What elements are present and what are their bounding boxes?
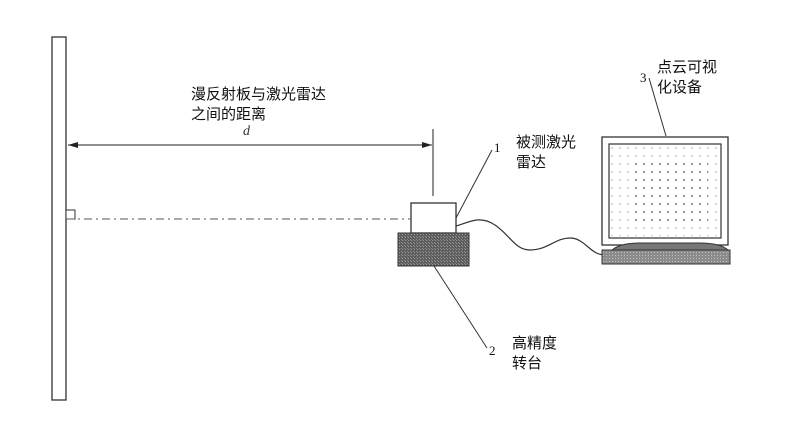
diffuse-reflector-board: [51, 36, 67, 401]
component-3-label-line1: 点云可视: [657, 58, 718, 76]
leader-line-3: [648, 77, 667, 137]
monitor: [601, 136, 731, 265]
component-1-number: 1: [494, 140, 501, 155]
distance-label-line1: 漫反射板与激光雷达: [191, 85, 327, 103]
distance-label-line2: 之间的距离: [191, 105, 267, 123]
component-1-label-line1: 被测激光: [516, 133, 577, 151]
component-3-number: 3: [640, 70, 647, 85]
leader-line-1: [455, 149, 493, 219]
data-cable: [455, 219, 606, 256]
keyboard: [610, 242, 730, 251]
component-3-label-line2: 化设备: [657, 78, 703, 96]
component-2-number: 2: [489, 343, 496, 358]
component-1-label-line2: 雷达: [516, 153, 547, 171]
lidar-body: [410, 202, 457, 234]
leader-line-2: [433, 265, 488, 349]
monitor-base: [601, 249, 731, 265]
right-angle-marker: [65, 209, 76, 220]
turntable-body: [397, 232, 470, 267]
distance-symbol: d: [243, 124, 250, 139]
component-2-label-line1: 高精度: [512, 334, 558, 352]
component-2-label-line2: 转台: [512, 354, 543, 372]
point-cloud-dense-region: [632, 160, 708, 222]
